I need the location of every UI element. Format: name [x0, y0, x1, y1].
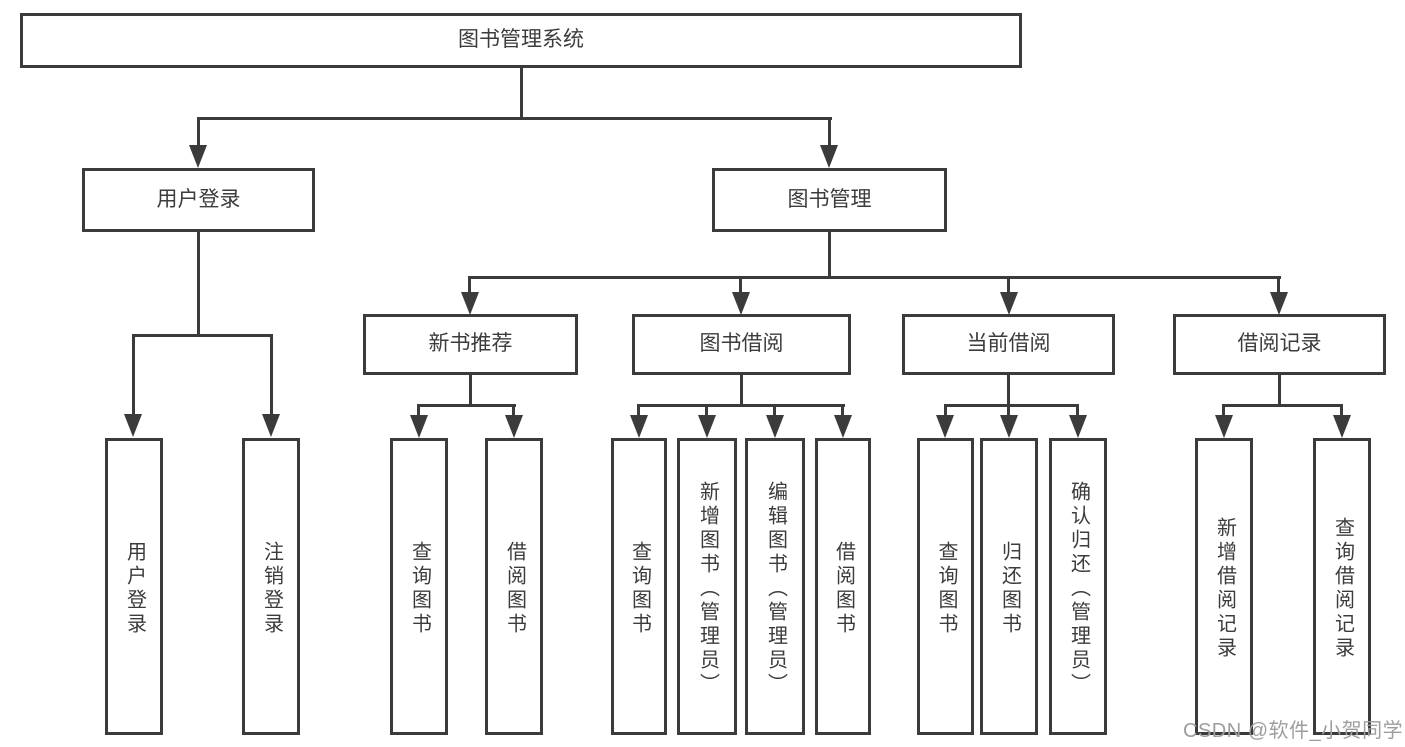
connector-record-to-add	[1222, 404, 1225, 417]
leaf-newbook-query-books: 查询图书	[390, 438, 448, 735]
connector-newbook-to-query	[417, 404, 420, 417]
arrowhead-to-current-return	[1000, 415, 1018, 438]
connector-mgmt-to-borrow	[739, 276, 742, 294]
connector-current-branch	[944, 404, 1079, 407]
arrowhead-to-borrowing-records	[1270, 292, 1288, 315]
csdn-watermark: CSDN @软件_小贺同学	[1183, 720, 1404, 742]
node-book-borrowing: 图书借阅	[632, 314, 851, 375]
arrowhead-to-current-query	[936, 415, 954, 438]
leaf-logout: 注销登录	[242, 438, 300, 735]
connector-root-to-login	[197, 117, 200, 147]
connector-borrow-stem	[740, 375, 743, 406]
connector-mgmt-to-current	[1007, 276, 1010, 294]
arrowhead-to-record-query	[1333, 415, 1351, 438]
arrowhead-to-borrow-add	[698, 415, 716, 438]
node-user-login: 用户登录	[82, 168, 315, 232]
leaf-borrow-edit-books-admin: 编辑图书（管理员）	[745, 438, 805, 735]
arrowhead-to-borrow-query	[630, 415, 648, 438]
connector-record-to-query	[1340, 404, 1343, 417]
arrowhead-to-newbook-query	[410, 415, 428, 438]
leaf-current-query-books: 查询图书	[917, 438, 974, 735]
arrowhead-to-leaf-user-login	[124, 414, 142, 437]
connector-login-branch	[132, 334, 273, 337]
connector-current-to-confirm	[1076, 404, 1079, 417]
connector-record-stem	[1278, 375, 1281, 406]
leaf-current-return-books: 归还图书	[980, 438, 1038, 735]
connector-login-to-logout	[270, 334, 273, 416]
connector-mgmt-to-record	[1277, 276, 1280, 294]
connector-mgmt-to-newbook	[468, 276, 471, 294]
connector-newbook-stem	[469, 375, 472, 406]
arrowhead-to-new-book-recommend	[461, 292, 479, 315]
arrowhead-to-leaf-logout	[262, 414, 280, 437]
connector-current-to-query	[944, 404, 947, 417]
arrowhead-to-borrow-edit	[766, 415, 784, 438]
leaf-borrow-query-books: 查询图书	[611, 438, 667, 735]
connector-login-stem	[197, 232, 200, 336]
arrowhead-to-book-management	[820, 145, 838, 168]
connector-borrow-to-borrowbooks	[841, 404, 844, 417]
leaf-newbook-borrow-books: 借阅图书	[485, 438, 543, 735]
arrowhead-to-newbook-borrow	[505, 415, 523, 438]
arrowhead-to-user-login	[189, 145, 207, 168]
leaf-records-query-borrow-record: 查询借阅记录	[1313, 438, 1371, 735]
connector-borrow-to-add	[705, 404, 708, 417]
leaf-current-confirm-return-admin: 确认归还（管理员）	[1049, 438, 1107, 735]
connector-root-to-mgmt	[828, 117, 831, 147]
node-library-management-system: 图书管理系统	[20, 13, 1022, 68]
connector-mgmt-branch	[469, 276, 1281, 279]
connector-record-branch	[1222, 404, 1343, 407]
node-book-management: 图书管理	[712, 168, 947, 232]
node-new-book-recommend: 新书推荐	[363, 314, 578, 375]
arrowhead-to-book-borrowing	[732, 292, 750, 315]
leaf-records-add-borrow-record: 新增借阅记录	[1195, 438, 1253, 735]
connector-mgmt-stem	[828, 232, 831, 279]
connector-borrow-to-edit	[773, 404, 776, 417]
connector-current-stem	[1007, 375, 1010, 406]
node-borrowing-records: 借阅记录	[1173, 314, 1386, 375]
connector-newbook-to-borrow	[512, 404, 515, 417]
connector-root-branch	[197, 117, 832, 120]
connector-login-to-user	[132, 334, 135, 416]
connector-borrow-to-query	[637, 404, 640, 417]
arrowhead-to-current-confirm	[1069, 415, 1087, 438]
arrowhead-to-record-add	[1215, 415, 1233, 438]
leaf-borrow-add-books-admin: 新增图书（管理员）	[677, 438, 737, 735]
node-current-borrowing: 当前借阅	[902, 314, 1115, 375]
connector-current-to-return	[1007, 404, 1010, 417]
connector-borrow-branch	[637, 404, 845, 407]
leaf-borrow-borrow-books: 借阅图书	[815, 438, 871, 735]
arrowhead-to-borrow-borrowbooks	[834, 415, 852, 438]
connector-root-stem	[520, 68, 523, 118]
connector-newbook-branch	[417, 404, 516, 407]
leaf-user-login: 用户登录	[105, 438, 163, 735]
arrowhead-to-current-borrowing	[1000, 292, 1018, 315]
